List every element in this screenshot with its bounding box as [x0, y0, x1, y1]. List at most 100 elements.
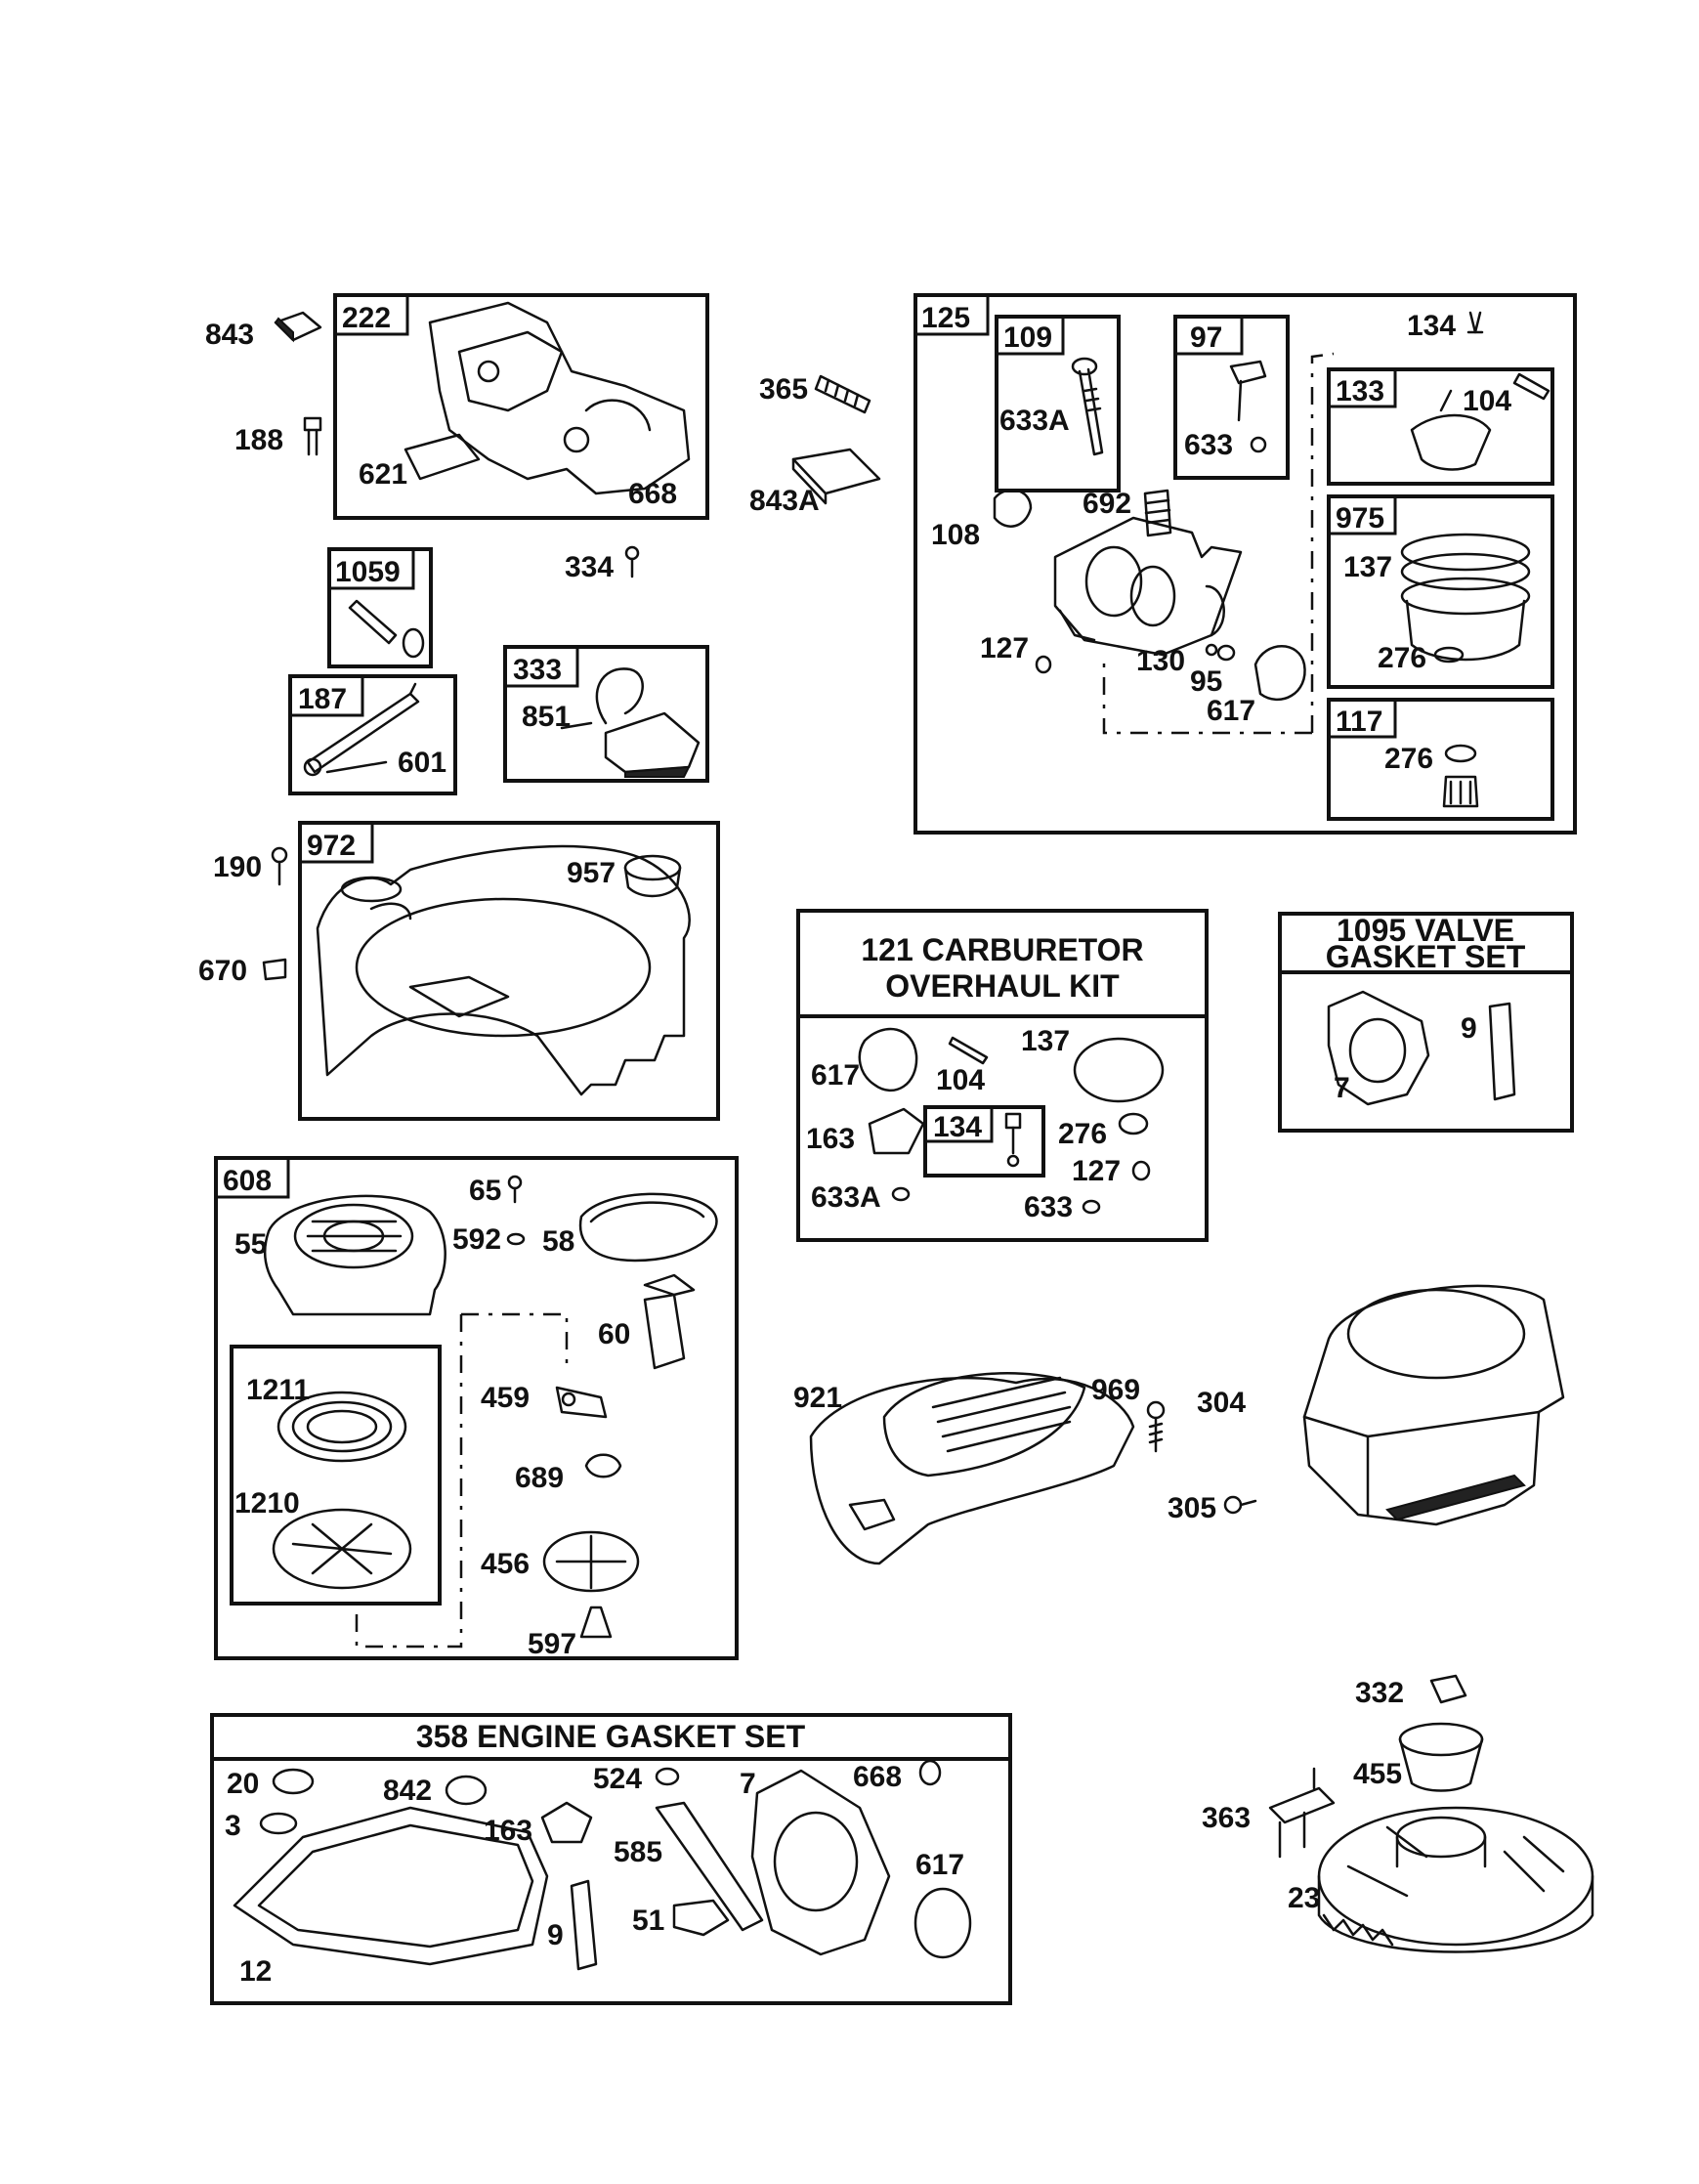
label-137-in-975: 137	[1343, 551, 1392, 583]
part-689-retainer	[584, 1453, 622, 1478]
part-137-kit-ring	[1073, 1037, 1165, 1103]
label-617-carb: 617	[1207, 695, 1255, 727]
part-334-pin	[624, 545, 640, 578]
part-1211-spring	[276, 1391, 407, 1463]
label-621: 621	[359, 458, 407, 491]
part-3-seal	[259, 1812, 298, 1835]
label-304: 304	[1197, 1387, 1246, 1419]
label-58: 58	[542, 1225, 574, 1258]
label-95: 95	[1190, 665, 1222, 698]
label-668-engine: 668	[853, 1761, 902, 1793]
label-334: 334	[565, 551, 614, 583]
label-7-valve: 7	[1334, 1072, 1350, 1104]
part-163-gasket	[540, 1801, 593, 1844]
box-label-133: 133	[1336, 375, 1384, 407]
part-109-needle	[1071, 357, 1104, 456]
part-633-kit-washer	[1082, 1199, 1101, 1215]
label-190: 190	[213, 851, 262, 883]
carb-kit-title-line2: OVERHAUL KIT	[885, 968, 1120, 1004]
part-130-seat	[1205, 643, 1218, 657]
part-972-fuel-tank	[316, 844, 691, 1096]
label-23: 23	[1288, 1882, 1320, 1914]
part-7-valve-gasket	[1327, 990, 1430, 1106]
part-55-starter-housing	[263, 1194, 446, 1316]
part-276-kit-washer	[1118, 1112, 1149, 1135]
label-130: 130	[1136, 645, 1185, 677]
label-617-kit: 617	[811, 1059, 860, 1092]
label-843A: 843A	[749, 485, 820, 517]
label-597: 597	[528, 1628, 576, 1660]
label-276-in-117: 276	[1384, 743, 1433, 775]
box-label-134-kit: 134	[933, 1111, 982, 1143]
label-1211: 1211	[246, 1374, 310, 1406]
group-608: 608 55 65 592 58 60 1211 1210	[214, 1156, 739, 1660]
part-134-screw	[1466, 311, 1484, 334]
group-333: 333 851	[503, 645, 709, 783]
part-188-screw	[303, 416, 322, 456]
part-617-gasket	[1253, 645, 1306, 702]
part-365-spring	[814, 374, 871, 414]
part-60-handle	[643, 1273, 696, 1370]
label-670: 670	[198, 955, 247, 987]
label-365: 365	[759, 373, 808, 406]
label-127-kit: 127	[1072, 1155, 1121, 1187]
label-332: 332	[1355, 1677, 1404, 1709]
part-633A-kit-washer	[891, 1186, 911, 1202]
label-601: 601	[398, 747, 446, 779]
label-1210: 1210	[234, 1487, 300, 1520]
label-617-engine: 617	[915, 1849, 964, 1881]
box-label-222: 222	[342, 302, 391, 334]
label-3: 3	[225, 1810, 241, 1842]
part-carburetor-body	[1053, 516, 1243, 657]
part-65-screw	[507, 1175, 523, 1204]
part-133-float	[1410, 372, 1550, 471]
label-692: 692	[1083, 488, 1131, 520]
part-304-blower-housing	[1302, 1284, 1565, 1526]
part-617-kit-gasket	[858, 1027, 918, 1092]
box-label-187: 187	[298, 683, 347, 715]
part-127-kit-ring	[1131, 1160, 1151, 1181]
label-633-kit: 633	[1024, 1191, 1073, 1223]
label-55: 55	[234, 1228, 267, 1261]
group-972: 972 957	[298, 821, 720, 1121]
part-23-flywheel	[1317, 1806, 1594, 1953]
label-104-in-133: 104	[1463, 385, 1511, 417]
box-label-1059: 1059	[335, 556, 401, 588]
label-134-top: 134	[1407, 310, 1456, 342]
group-187: 187 601	[288, 674, 457, 795]
label-957: 957	[567, 857, 616, 889]
part-524-seal	[655, 1767, 680, 1786]
label-585: 585	[614, 1836, 662, 1868]
label-276-kit: 276	[1058, 1118, 1107, 1150]
label-524: 524	[593, 1763, 642, 1795]
label-459: 459	[481, 1382, 530, 1414]
label-969: 969	[1091, 1374, 1140, 1406]
box-label-972: 972	[307, 830, 356, 862]
part-163-kit-gasket	[868, 1107, 925, 1155]
box-label-117: 117	[1336, 706, 1382, 738]
label-851: 851	[522, 701, 571, 733]
valve-gasket-set: 1095 VALVE GASKET SET 7 9	[1278, 912, 1574, 1133]
label-65: 65	[469, 1175, 501, 1207]
part-668-seal	[918, 1759, 942, 1786]
label-668-brake: 668	[628, 478, 677, 510]
part-455-cup	[1398, 1722, 1484, 1792]
part-843A-block	[791, 448, 881, 505]
engine-gasket-set: 358 ENGINE GASKET SET 20 3 12 842 163 9 …	[210, 1713, 1012, 2005]
label-20: 20	[227, 1768, 259, 1800]
label-921: 921	[793, 1382, 842, 1414]
part-187-link	[303, 682, 420, 777]
part-108-plate	[993, 489, 1033, 528]
label-7-engine: 7	[740, 1768, 756, 1800]
part-1059-pin	[348, 599, 425, 659]
label-843: 843	[205, 319, 254, 351]
label-689: 689	[515, 1462, 564, 1494]
part-97-screw	[1229, 360, 1267, 453]
part-134-kit-screw	[1004, 1112, 1022, 1168]
box-label-608: 608	[223, 1165, 272, 1197]
box-label-333: 333	[513, 654, 562, 686]
group-222: 222	[333, 293, 709, 520]
part-7-head-gasket	[750, 1769, 891, 1956]
label-163-engine: 163	[484, 1815, 532, 1847]
part-843-block	[274, 311, 322, 343]
